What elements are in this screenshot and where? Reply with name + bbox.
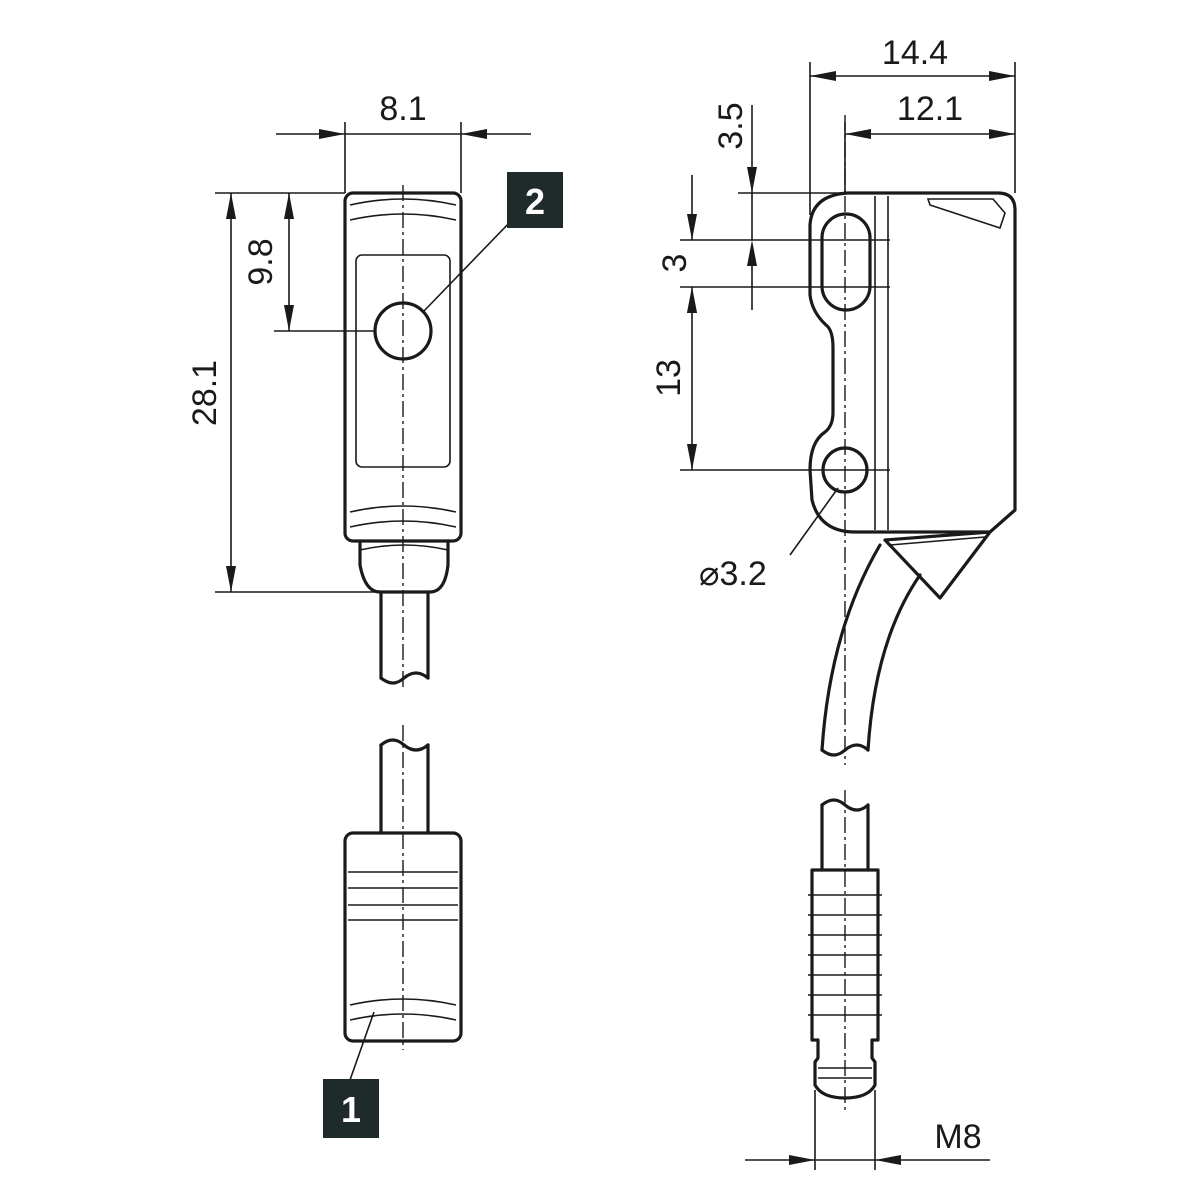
dim-width-front-label: 8.1 (379, 90, 426, 128)
dim-slot-offset-label: 3.5 (712, 102, 750, 149)
dim-hole-spacing (687, 287, 697, 470)
dim-hole-diameter-label: ⌀3.2 (699, 555, 767, 593)
dim-height-lens-label: 9.8 (242, 238, 280, 285)
side-view-sensor (808, 191, 1017, 600)
dim-hole-diameter-leader (789, 487, 839, 556)
callout-1: 1 (323, 1079, 379, 1138)
svg-text:2: 2 (525, 181, 545, 222)
dim-depth-hole-label: 12.1 (897, 90, 963, 128)
dim-height-total (215, 192, 380, 593)
front-view-cable-bottom (379, 738, 430, 835)
dim-depth-hole (844, 122, 1015, 193)
svg-text:1: 1 (341, 1089, 361, 1130)
callout-2: 2 (507, 172, 563, 228)
mounting-slot (820, 212, 872, 312)
dim-depth-total (809, 62, 1016, 215)
dim-thread (745, 1090, 990, 1170)
dim-thread-label: M8 (934, 1118, 981, 1156)
dim-slot-length-label: 3 (656, 254, 694, 273)
dim-width-front (276, 122, 531, 193)
front-view-cable-top (379, 590, 430, 685)
side-view-cable (820, 543, 922, 757)
dim-height-total-label: 28.1 (186, 360, 224, 426)
callout-1-leader (349, 1011, 375, 1081)
dim-slot-offset (747, 105, 757, 310)
dim-height-lens (274, 193, 375, 332)
callout-2-leader (422, 219, 513, 313)
dim-hole-spacing-label: 13 (650, 359, 688, 397)
dim-depth-total-label: 14.4 (882, 34, 948, 72)
